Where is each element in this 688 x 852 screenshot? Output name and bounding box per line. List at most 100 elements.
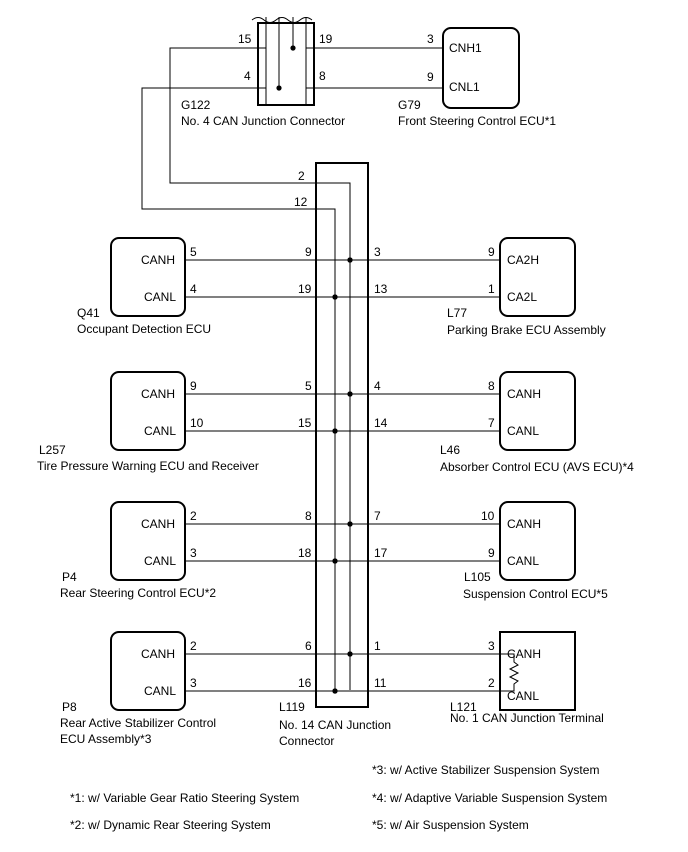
- ecu-name: Rear Steering Control ECU*2: [60, 586, 216, 600]
- g79-ecu: CNH1 CNL1 3 9 G79 Front Steering Control…: [398, 27, 556, 128]
- ecu-code: L77: [447, 306, 467, 320]
- g122-box: [257, 22, 315, 106]
- junction-pin-l: 18: [298, 546, 312, 560]
- l119-bus-high: [316, 182, 351, 690]
- junction-pin-l: 13: [374, 282, 388, 296]
- footnote-2: *2: w/ Dynamic Rear Steering System: [70, 818, 271, 832]
- ecu-name: No. 1 CAN Junction Terminal: [450, 711, 604, 725]
- g122-wavy-top: [251, 17, 313, 23]
- g122-connector: 15 19 4 8 G122 No. 4 CAN Junction Connec…: [181, 17, 345, 128]
- ecu-pin-label-h: CANH: [507, 517, 541, 531]
- ecu-pin-h: 2: [190, 639, 197, 653]
- ecu-code: L105: [464, 570, 491, 584]
- ecu-code: L46: [440, 443, 460, 457]
- ecu-box: [110, 631, 186, 711]
- g79-name: Front Steering Control ECU*1: [398, 114, 556, 128]
- junction-pin-h: 1: [374, 639, 381, 653]
- ecu-pin-label-l: CANL: [144, 290, 176, 304]
- junction-pin-h: 9: [305, 245, 312, 259]
- ecu-pin-l: 7: [488, 416, 495, 430]
- l119-code: L119: [279, 700, 305, 714]
- termination-resistor: [500, 653, 520, 692]
- l119-name-line2: Connector: [279, 734, 334, 748]
- ecu-pin-h: 10: [481, 509, 495, 523]
- footnotes: *3: w/ Active Stabilizer Suspension Syst…: [70, 763, 607, 832]
- ecu-pin-l: 3: [190, 676, 197, 690]
- ecu-pin-h: 3: [488, 639, 495, 653]
- footnote-5: *5: w/ Air Suspension System: [372, 818, 529, 832]
- ecu-pin-label-l: CANL: [144, 554, 176, 568]
- junction-pin-l: 16: [298, 676, 312, 690]
- ecu-pin-h: 2: [190, 509, 197, 523]
- splice-point: [332, 428, 338, 434]
- ecu-pin-l: 4: [190, 282, 197, 296]
- ecu-pin-label-l: CA2L: [507, 290, 537, 304]
- splice-point: [290, 45, 296, 51]
- g122-pin-15: 15: [238, 32, 252, 46]
- ecu-pin-label-h: CA2H: [507, 253, 539, 267]
- splice-point: [276, 85, 282, 91]
- ecu-pin-label-h: CANH: [141, 253, 175, 267]
- ecu-box: [110, 371, 186, 451]
- splice-point: [347, 391, 353, 397]
- junction-pin-h: 5: [305, 379, 312, 393]
- ecu-name: ECU Assembly*3: [60, 732, 152, 746]
- ecu-box: [110, 237, 186, 317]
- footnote-3: *3: w/ Active Stabilizer Suspension Syst…: [372, 763, 599, 777]
- splice-point: [347, 651, 353, 657]
- ecu-pin-h: 9: [488, 245, 495, 259]
- ecu-code: L121: [450, 700, 477, 714]
- l119-pin-12: 12: [294, 195, 308, 209]
- ecu-pin-l: 9: [488, 546, 495, 560]
- splice-point: [332, 558, 338, 564]
- ecu-name: Absorber Control ECU (AVS ECU)*4: [440, 460, 634, 474]
- g122-pin-19: 19: [319, 32, 333, 46]
- ecu-box: [499, 237, 576, 317]
- ecu-pin-label-h: CANH: [141, 387, 175, 401]
- junction-pin-l: 17: [374, 546, 388, 560]
- junction-pin-l: 14: [374, 416, 388, 430]
- ecu-pin-label-l: CANL: [144, 684, 176, 698]
- splice-point: [332, 688, 338, 694]
- ecu-pin-label-l: CANL: [144, 424, 176, 438]
- splice-point: [347, 521, 353, 527]
- ecu-name: Parking Brake ECU Assembly: [447, 323, 606, 337]
- ecu-name: Suspension Control ECU*5: [463, 587, 608, 601]
- ecu-pin-label-h: CANH: [507, 647, 541, 661]
- ecu-box: [110, 501, 186, 581]
- junction-pin-h: 8: [305, 509, 312, 523]
- ecu-pin-l: 3: [190, 546, 197, 560]
- g79-pin-h: 3: [427, 32, 434, 46]
- splice-point: [347, 257, 353, 263]
- g122-pin-4: 4: [244, 69, 251, 83]
- ecu-pin-h: 5: [190, 245, 197, 259]
- g79-pin-label-l: CNL1: [449, 80, 480, 94]
- ecu-box: [499, 631, 576, 711]
- ecu-pin-label-h: CANH: [141, 647, 175, 661]
- junction-pin-l: 15: [298, 416, 312, 430]
- l119-junction-connector: 2 12 L119 No. 14 CAN Junction Connector: [279, 162, 391, 748]
- g122-code: G122: [181, 98, 211, 112]
- ecu-code: L257: [39, 443, 66, 457]
- junction-pin-h: 7: [374, 509, 381, 523]
- l119-name-line1: No. 14 CAN Junction: [279, 718, 391, 732]
- ecu-code: P8: [62, 700, 77, 714]
- ecu-box: [499, 501, 576, 581]
- g79-code: G79: [398, 98, 421, 112]
- junction-pin-h: 3: [374, 245, 381, 259]
- g122-name: No. 4 CAN Junction Connector: [181, 114, 345, 128]
- ecu-code: P4: [62, 570, 77, 584]
- wire-g122-l119-low: [141, 87, 316, 210]
- footnote-1: *1: w/ Variable Gear Ratio Steering Syst…: [70, 791, 299, 805]
- junction-pin-h: 4: [374, 379, 381, 393]
- junction-pin-h: 6: [305, 639, 312, 653]
